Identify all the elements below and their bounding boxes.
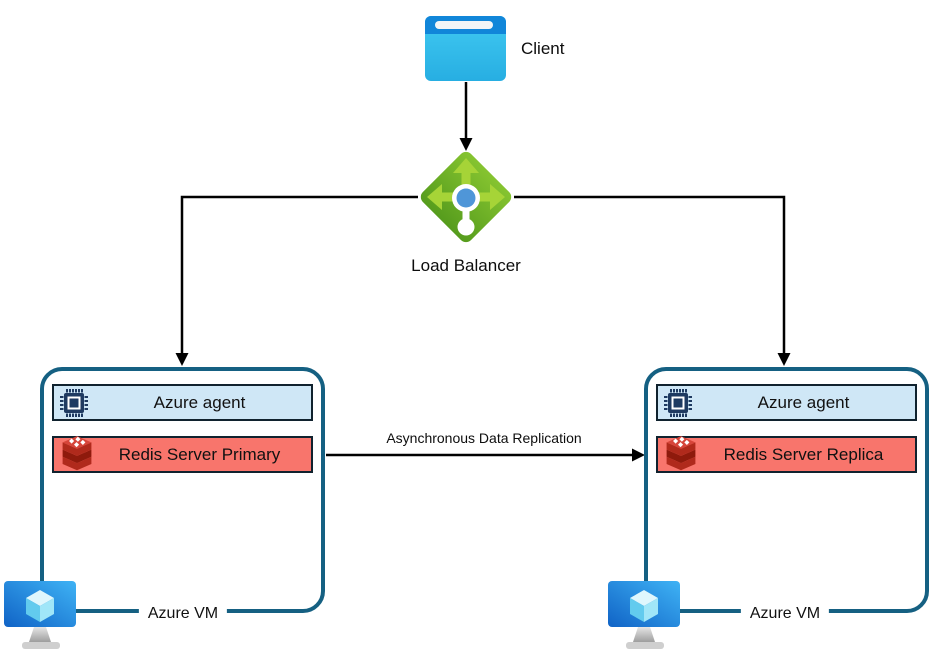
client-label: Client <box>521 39 565 58</box>
azure-agent-label: Azure agent <box>757 392 850 412</box>
vm-box-left: Azure agent Redis Server Primary <box>40 367 325 613</box>
cpu-chip-icon <box>664 388 692 417</box>
client-browser-icon <box>425 16 506 81</box>
azure-vm-label-left: Azure VM <box>138 602 228 626</box>
cpu-chip-icon <box>60 388 88 417</box>
redis-primary-label: Redis Server Primary <box>118 444 281 464</box>
azure-vm-monitor-icon <box>608 581 680 649</box>
azure-vm-label-right: Azure VM <box>740 602 830 626</box>
load-balancer-label: Load Balancer <box>411 256 521 275</box>
redis-database-icon <box>666 435 696 470</box>
azure-agent-bar-right: Azure agent <box>656 384 917 421</box>
azure-agent-label: Azure agent <box>153 392 246 412</box>
lb-to-left-vm-line <box>180 195 418 354</box>
browser-addressbar <box>435 21 493 29</box>
redis-database-icon <box>62 435 92 470</box>
redis-replica-bar: Redis Server Replica <box>656 435 917 473</box>
replication-label: Asynchronous Data Replication <box>386 430 582 446</box>
azure-agent-bar-left: Azure agent <box>52 384 313 421</box>
redis-replica-label: Redis Server Replica <box>723 444 884 464</box>
redis-primary-bar: Redis Server Primary <box>52 435 313 473</box>
azure-vm-monitor-icon <box>4 581 76 649</box>
lb-to-right-vm-line <box>514 195 786 354</box>
arrowhead-down-icon <box>777 353 791 366</box>
vm-box-right: Azure agent Redis Server Replica <box>644 367 929 613</box>
arrowhead-down-icon <box>175 353 189 366</box>
load-balancer-icon <box>420 151 512 243</box>
